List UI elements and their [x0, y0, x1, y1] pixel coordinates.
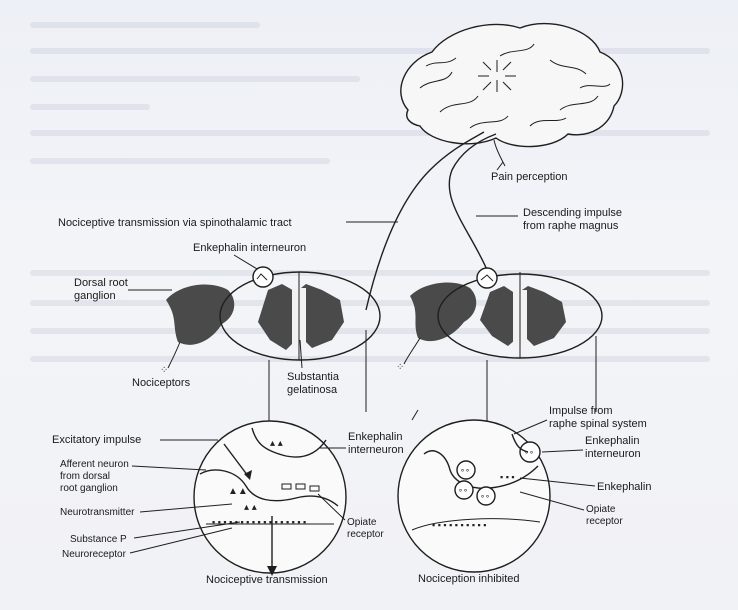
neuroreceptor-label: Neuroreceptor — [62, 549, 127, 560]
brain-illustration — [401, 24, 623, 166]
impulse-raphe-label-2: raphe spinal system — [549, 418, 647, 430]
caption-nociception-inhibited: Nociception inhibited — [418, 573, 520, 585]
descending-impulse-label: Descending impulse — [523, 207, 622, 219]
enkephalin-interneuron-mid-label-2: interneuron — [348, 444, 404, 456]
svg-text:▴ ▴: ▴ ▴ — [270, 438, 283, 449]
opiate-receptor-left-label: Opiate — [347, 517, 377, 528]
spinothalamic-tract-line — [366, 132, 484, 310]
spinothalamic-label: Nociceptive transmission via spinothalam… — [58, 217, 292, 229]
enkephalin-interneuron-right-label-2: interneuron — [585, 448, 641, 460]
right-spinal-cord: ⁘ — [396, 268, 602, 373]
svg-text:▪ ▪ ▪ ▪ ▪ ▪ ▪ ▪ ▪ ▪ ▪ ▪ ▪ ▪: ▪ ▪ ▪ ▪ ▪ ▪ ▪ ▪ ▪ ▪ ▪ ▪ ▪ ▪ ▪ ▪ ▪ — [212, 517, 306, 527]
svg-text:∘∘: ∘∘ — [524, 448, 534, 457]
enkephalin-interneuron-mid-label: Enkephalin — [348, 431, 402, 443]
pain-perception-label: Pain perception — [491, 171, 567, 183]
neurotransmitter-label: Neurotransmitter — [60, 507, 135, 518]
enkephalin-label: Enkephalin — [597, 481, 651, 493]
svg-text:∘∘: ∘∘ — [480, 492, 490, 501]
svg-text:▪ ▪ ▪: ▪ ▪ ▪ — [500, 472, 515, 482]
opiate-receptor-left-label-2: receptor — [347, 529, 384, 540]
substance-p-label: Substance P — [70, 534, 127, 545]
nociceptor-dots: ⁘ — [160, 365, 168, 376]
afferent-neuron-label-2: from dorsal — [60, 471, 110, 482]
descending-pathway-line — [449, 134, 496, 272]
svg-text:∘∘: ∘∘ — [458, 486, 468, 495]
enkephalin-interneuron-right-label: Enkephalin — [585, 435, 639, 447]
substantia-label: Substantia — [287, 371, 340, 383]
impulse-raphe-label: Impulse from — [549, 405, 613, 417]
afferent-neuron-label-3: root ganglion — [60, 483, 118, 494]
substantia-label-2: gelatinosa — [287, 384, 338, 396]
nociceptors-label: Nociceptors — [132, 377, 191, 389]
opiate-receptor-right-label: Opiate — [586, 504, 616, 515]
afferent-neuron-label: Afferent neuron — [60, 459, 129, 470]
excitatory-impulse-label: Excitatory impulse — [52, 434, 141, 446]
caption-nociceptive-transmission: Nociceptive transmission — [206, 574, 328, 586]
right-synapse-detail: ∘∘ ∘∘ ∘∘ ∘∘ ▪ ▪ ▪ ▪ ▪ ▪ ▪ ▪ ▪ ▪ ▪ ▪ ▪ — [398, 410, 550, 572]
svg-text:▪ ▪ ▪ ▪ ▪ ▪ ▪ ▪ ▪ ▪: ▪ ▪ ▪ ▪ ▪ ▪ ▪ ▪ ▪ ▪ — [432, 520, 486, 530]
descending-impulse-label-2: from raphe magnus — [523, 220, 619, 232]
opiate-receptor-right-label-2: receptor — [586, 516, 623, 527]
svg-text:▲▲: ▲▲ — [228, 486, 248, 497]
svg-text:∘∘: ∘∘ — [460, 466, 470, 475]
nociceptor-dots-right: ⁘ — [396, 362, 404, 373]
dorsal-root-label-2: ganglion — [74, 290, 116, 302]
svg-text:▴ ▴: ▴ ▴ — [244, 502, 257, 513]
dorsal-root-label: Dorsal root — [74, 277, 128, 289]
left-spinal-cord: ⁘ — [160, 267, 380, 376]
enkephalin-interneuron-top-label: Enkephalin interneuron — [193, 242, 306, 254]
